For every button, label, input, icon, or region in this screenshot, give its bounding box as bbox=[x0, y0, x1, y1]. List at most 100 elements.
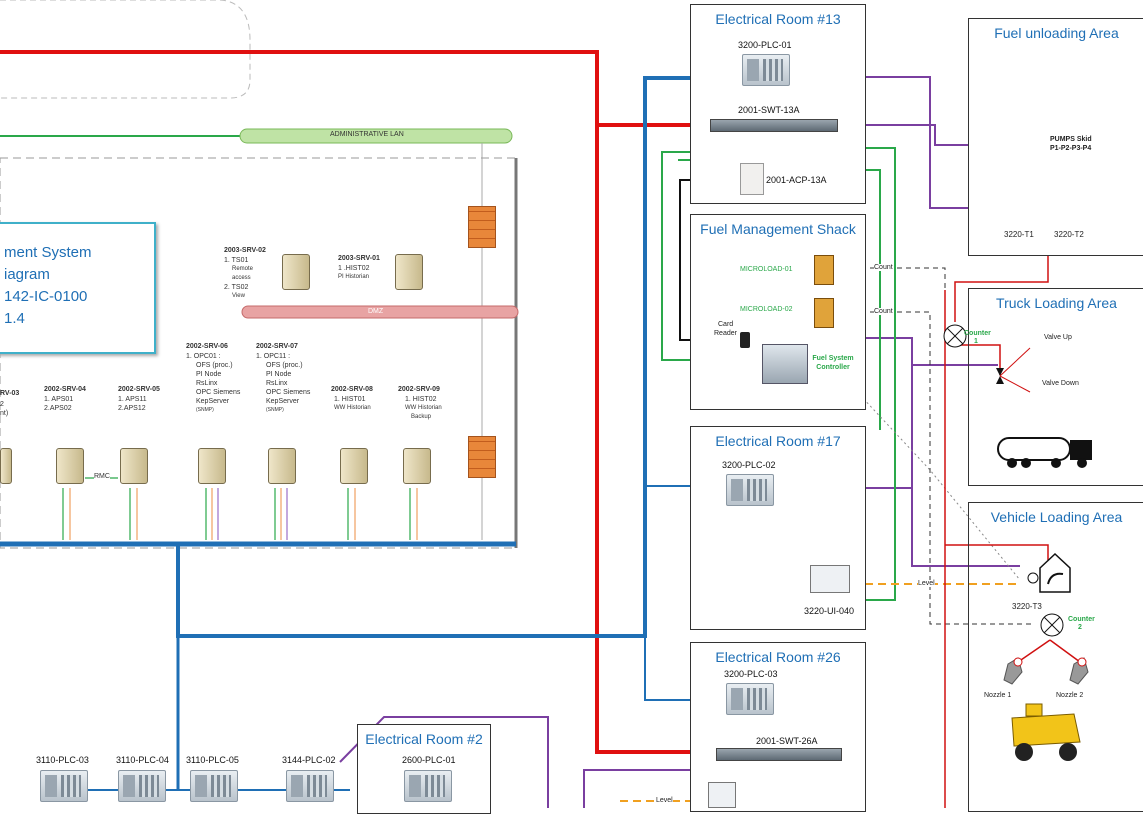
truck-loading-area: Truck Loading Area bbox=[968, 288, 1143, 486]
plc-icon[interactable] bbox=[726, 683, 774, 715]
plc-icon[interactable] bbox=[286, 770, 334, 802]
control-zone bbox=[0, 157, 517, 549]
fuel-truck-icon bbox=[997, 437, 1092, 468]
firewall-top-icon bbox=[468, 206, 496, 248]
er17-ui-label: 3220-UI-040 bbox=[804, 606, 855, 616]
server-icon[interactable] bbox=[268, 448, 296, 484]
nozzle-1-label: Nozzle 1 bbox=[984, 692, 1012, 699]
fuel-system-controller-icon[interactable] bbox=[762, 344, 808, 384]
title-line-4: 1.4 bbox=[4, 310, 25, 327]
er17-plc-label: 3200-PLC-02 bbox=[722, 460, 776, 470]
network-switch-icon[interactable] bbox=[716, 748, 842, 761]
access-control-panel-icon[interactable] bbox=[740, 163, 764, 195]
microload-02-label: MICROLOAD-02 bbox=[740, 306, 793, 313]
srv05-title: 2002-SRV-05 bbox=[118, 386, 160, 393]
card-reader-icon[interactable] bbox=[740, 332, 750, 348]
nozzle-2-label: Nozzle 2 bbox=[1056, 692, 1084, 699]
vehicle-loading-title: Vehicle Loading Area bbox=[990, 509, 1123, 525]
card-reader-label-2: Reader bbox=[714, 330, 737, 337]
nozzle-pipe-2 bbox=[1049, 639, 1081, 663]
haul-truck-icon bbox=[1011, 703, 1081, 761]
microload-01-label: MICROLOAD-01 bbox=[740, 266, 793, 273]
admin-lan-bar bbox=[239, 128, 513, 144]
title-block: ment System iagram 142-IC-0100 1.4 bbox=[0, 222, 156, 354]
server-icon[interactable] bbox=[395, 254, 423, 290]
er2-plc-label: 2600-PLC-01 bbox=[402, 755, 456, 765]
er13-acp-label: 2001-ACP-13A bbox=[766, 175, 827, 185]
server-icon[interactable] bbox=[56, 448, 84, 484]
ui-terminal-icon[interactable] bbox=[810, 565, 850, 593]
server-icon[interactable] bbox=[340, 448, 368, 484]
pumps-skid-label-1: PUMPS Skid bbox=[1050, 136, 1092, 143]
title-line-1: ment System bbox=[4, 244, 92, 261]
tank-t3-label: 3220-T3 bbox=[1012, 602, 1042, 611]
srv03-title: RV-03 bbox=[0, 390, 20, 397]
plc-icon[interactable] bbox=[742, 54, 790, 86]
er13-switch-label: 2001-SWT-13A bbox=[738, 105, 800, 115]
microload-02-icon[interactable] bbox=[814, 298, 834, 328]
plc-icon[interactable] bbox=[726, 474, 774, 506]
counter-1-icon bbox=[943, 324, 967, 348]
srv07-title: 2002-SRV-07 bbox=[256, 343, 298, 350]
plc-icon[interactable] bbox=[40, 770, 88, 802]
valve-down-label: Valve Down bbox=[1042, 380, 1079, 387]
dmz-label: DMZ bbox=[368, 308, 384, 315]
plc-3110-05-label: 3110-PLC-05 bbox=[186, 755, 239, 765]
server-icon[interactable] bbox=[0, 448, 12, 484]
electrical-room-13: Electrical Room #13 bbox=[690, 4, 866, 204]
fuel-pipe-1 bbox=[954, 240, 1049, 322]
counter-2-label-a: Counter bbox=[1068, 616, 1095, 623]
ui-terminal-icon[interactable] bbox=[708, 782, 736, 808]
srv04-title: 2002-SRV-04 bbox=[44, 386, 86, 393]
fuel-pipe-2 bbox=[960, 344, 1001, 375]
red-trunk-top bbox=[0, 50, 710, 127]
plc-icon[interactable] bbox=[118, 770, 166, 802]
tank-t1-label: 3220-T1 bbox=[1004, 230, 1034, 239]
plc-3110-03-label: 3110-PLC-03 bbox=[36, 755, 89, 765]
server-icon[interactable] bbox=[282, 254, 310, 290]
network-switch-icon[interactable] bbox=[710, 119, 838, 132]
er13-title: Electrical Room #13 bbox=[715, 11, 841, 27]
count-label-1: Count bbox=[874, 264, 893, 271]
er26-plc-label: 3200-PLC-03 bbox=[724, 669, 778, 679]
pumps-skid-label-2: P1-P2-P3-P4 bbox=[1050, 145, 1092, 152]
er2-title: Electrical Room #2 bbox=[365, 731, 483, 747]
srv09-title: 2002-SRV-09 bbox=[398, 386, 440, 393]
er17-title: Electrical Room #17 bbox=[715, 433, 841, 449]
nozzle-icon bbox=[1003, 657, 1089, 685]
counter-2-icon bbox=[1040, 613, 1064, 637]
counter-1-label-a: Counter bbox=[964, 330, 991, 337]
er13-plc-label: 3200-PLC-01 bbox=[738, 40, 792, 50]
plc-3144-02-label: 3144-PLC-02 bbox=[282, 755, 336, 765]
fuel-system-controller-label: Fuel System Controller bbox=[812, 355, 854, 371]
server-icon[interactable] bbox=[403, 448, 431, 484]
title-line-2: iagram bbox=[4, 266, 50, 283]
plc-icon[interactable] bbox=[190, 770, 238, 802]
fuel-pipe-vehicle bbox=[945, 544, 1049, 560]
red-trunk-down bbox=[595, 125, 716, 754]
truck-loading-title: Truck Loading Area bbox=[996, 295, 1117, 311]
srv02-title: 2003-SRV-02 bbox=[224, 247, 266, 254]
server-icon[interactable] bbox=[198, 448, 226, 484]
counter-1-label-b: 1 bbox=[974, 338, 978, 345]
title-line-3: 142-IC-0100 bbox=[4, 288, 88, 305]
plc-3110-04-label: 3110-PLC-04 bbox=[116, 755, 169, 765]
srv06-title: 2002-SRV-06 bbox=[186, 343, 228, 350]
count-label-2: Count bbox=[874, 308, 893, 315]
card-reader-label-1: Card bbox=[718, 321, 734, 328]
purple-pump bbox=[828, 124, 985, 146]
plc-icon[interactable] bbox=[404, 770, 452, 802]
microload-01-icon[interactable] bbox=[814, 255, 834, 285]
dmz-bar bbox=[241, 305, 519, 319]
server-icon[interactable] bbox=[120, 448, 148, 484]
er26-title: Electrical Room #26 bbox=[715, 649, 841, 665]
callout-outline bbox=[0, 0, 251, 99]
level-label-1: Level bbox=[918, 580, 935, 587]
fuel-unloading-area: Fuel unloading Area bbox=[968, 18, 1143, 256]
srv08-title: 2002-SRV-08 bbox=[331, 386, 373, 393]
